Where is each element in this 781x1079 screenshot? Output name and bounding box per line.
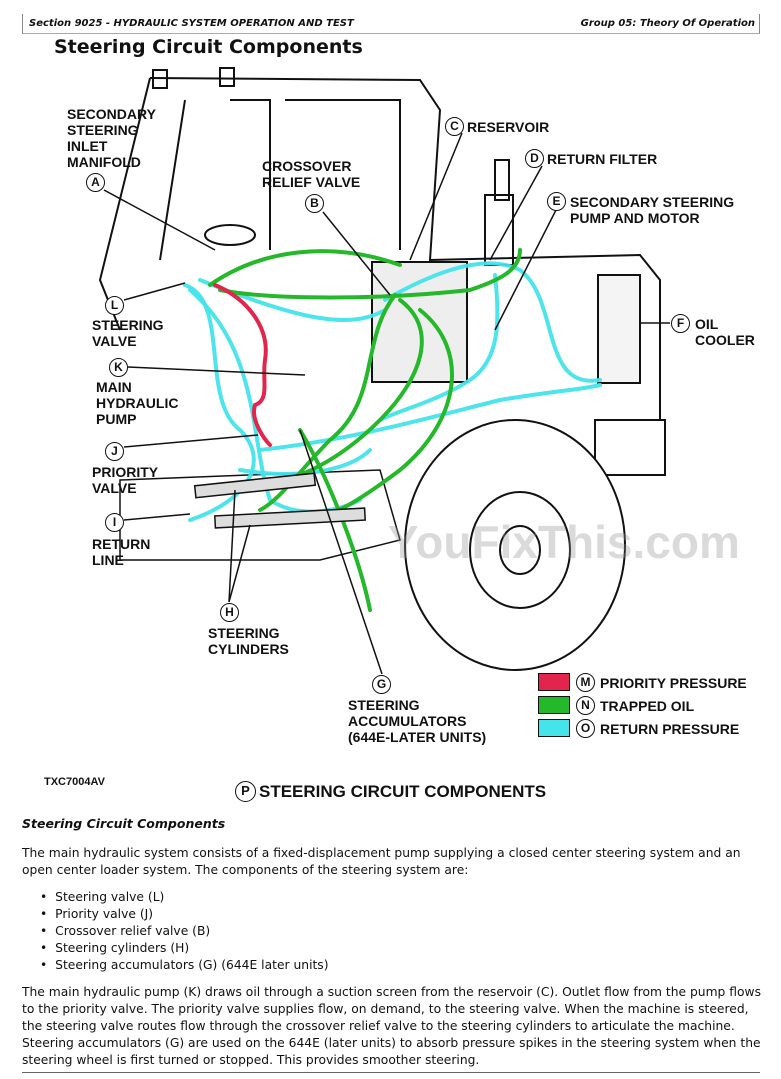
list-item: Steering accumulators (G) (644E later un… [40, 957, 762, 974]
component-list: Steering valve (L) Priority valve (J) Cr… [40, 889, 762, 974]
wheel [404, 419, 626, 671]
legend-swatch [538, 673, 570, 691]
description-paragraph: The main hydraulic pump (K) draws oil th… [22, 985, 762, 1067]
list-item: Priority valve (J) [40, 906, 762, 923]
leader-lines [103, 132, 670, 675]
return-pressure-lines [183, 261, 602, 522]
body-text: Steering Circuit Components The main hyd… [22, 815, 762, 1079]
list-item: Steering valve (L) [40, 889, 762, 906]
figure-id: TXC7004AV [44, 776, 105, 788]
list-item: Crossover relief valve (B) [40, 923, 762, 940]
legend-swatch [538, 719, 570, 737]
priority-pressure-lines [213, 283, 272, 447]
legend-swatch [538, 696, 570, 714]
steering-circuit-diagram [98, 67, 670, 675]
page-header: Section 9025 - HYDRAULIC SYSTEM OPERATIO… [22, 14, 760, 34]
list-item: Steering cylinders (H) [40, 940, 762, 957]
intro-paragraph: The main hydraulic system consists of a … [22, 846, 741, 877]
section-title: Section 9025 - HYDRAULIC SYSTEM OPERATIO… [29, 18, 354, 29]
bottom-divider [22, 1072, 760, 1073]
group-title: Group 05: Theory Of Operation [580, 18, 755, 29]
page-title: Steering Circuit Components [54, 36, 363, 58]
steering-cylinders [193, 472, 366, 529]
section-heading: Steering Circuit Components [22, 816, 226, 831]
watermark: YouFixThis.com [388, 516, 740, 568]
